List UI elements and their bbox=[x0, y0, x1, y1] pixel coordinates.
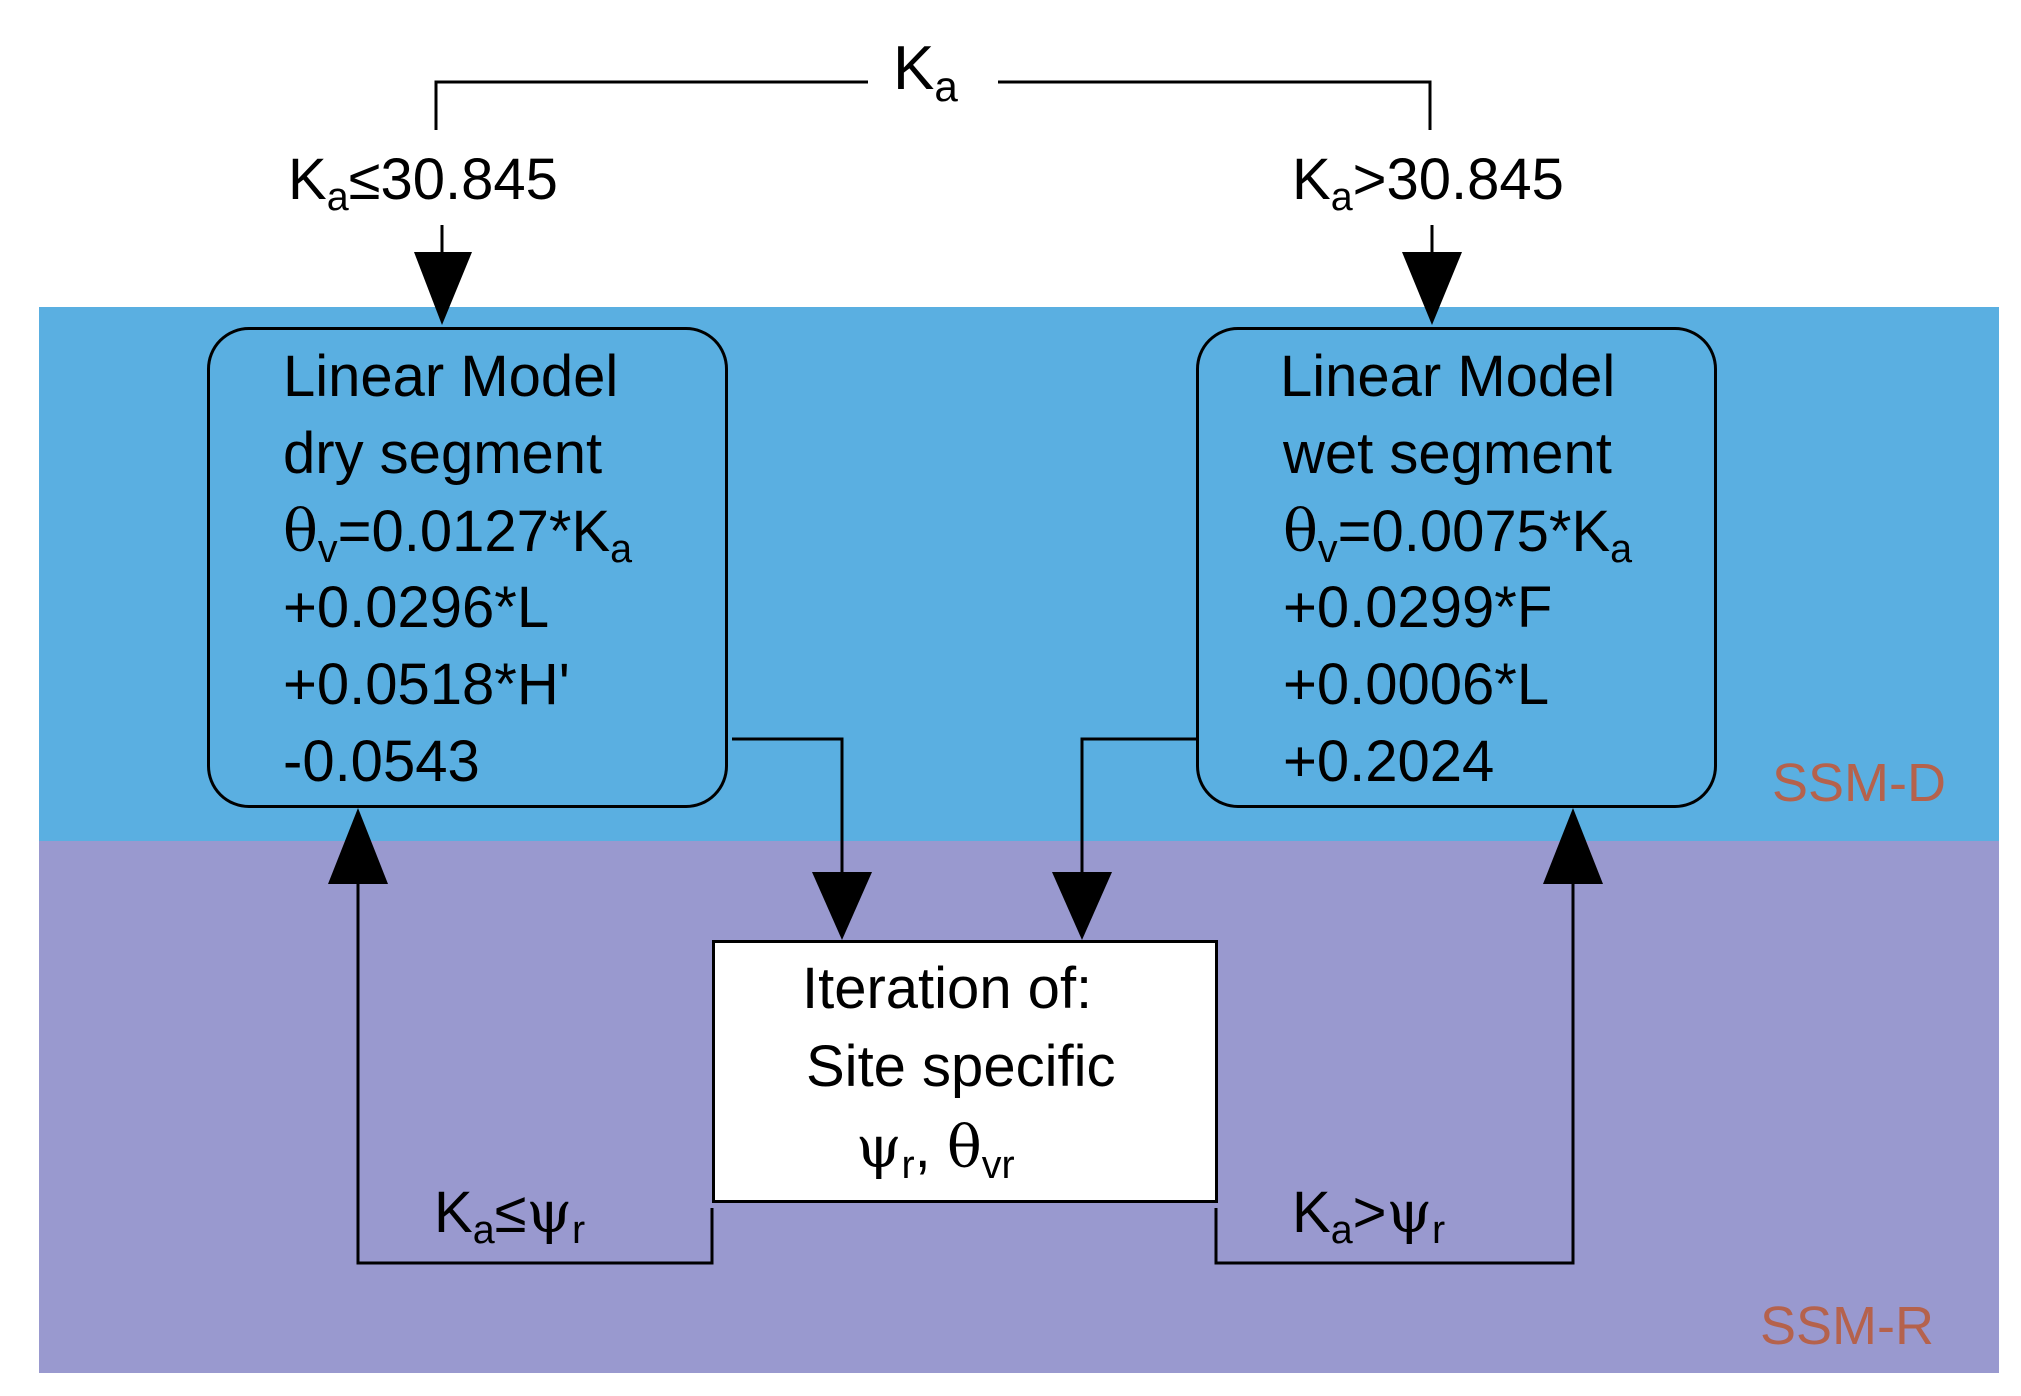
wet-model-equation: θv=0.0075*Ka bbox=[1283, 497, 1633, 572]
arrow-up-to-dry-model bbox=[328, 808, 388, 884]
return-to-wet-connector bbox=[1214, 884, 1575, 1265]
dry-model-title: Linear Model bbox=[283, 344, 619, 409]
wet-model-term-3: +0.2024 bbox=[1283, 729, 1495, 794]
right-bottom-condition-label: Ka>ψr bbox=[1292, 1178, 1446, 1253]
iteration-box bbox=[712, 940, 1218, 1203]
iteration-title: Iteration of: bbox=[802, 956, 1093, 1021]
dry-segment-model-box bbox=[207, 327, 728, 808]
arrow-wet-to-iteration bbox=[1052, 872, 1112, 940]
wet-model-subtitle: wet segment bbox=[1283, 421, 1612, 486]
left-top-condition-label: Ka≤30.845 bbox=[288, 147, 558, 220]
dry-model-term-1: +0.0296*L bbox=[283, 575, 550, 640]
right-top-condition-label: Ka>30.845 bbox=[1292, 147, 1564, 220]
left-bottom-condition-label: Ka≤ψr bbox=[434, 1178, 586, 1253]
wet-model-term-1: +0.0299*F bbox=[1283, 575, 1553, 640]
top-bracket-right bbox=[998, 80, 1432, 130]
arrow-down-to-dry-model bbox=[414, 252, 472, 325]
wet-to-iteration-connector bbox=[1080, 737, 1196, 872]
top-bracket-left bbox=[434, 80, 868, 130]
wet-model-title: Linear Model bbox=[1280, 344, 1616, 409]
dry-model-term-2: +0.0518*H' bbox=[283, 652, 570, 717]
wet-model-term-2: +0.0006*L bbox=[1283, 652, 1550, 717]
iteration-parameters: ψr, θvr bbox=[856, 1113, 1015, 1188]
dry-model-term-3: -0.0543 bbox=[283, 729, 480, 794]
dry-model-subtitle: dry segment bbox=[283, 421, 603, 486]
arrow-up-to-wet-model bbox=[1543, 808, 1603, 884]
wet-segment-model-box bbox=[1196, 327, 1717, 808]
iteration-subtitle: Site specific bbox=[806, 1034, 1116, 1099]
dry-model-equation: θv=0.0127*Ka bbox=[283, 497, 633, 572]
arrow-dry-to-iteration bbox=[812, 872, 872, 940]
ssm-d-label: SSM-D bbox=[1772, 753, 1946, 813]
arrow-down-to-wet-model bbox=[1402, 252, 1462, 325]
ssm-r-label: SSM-R bbox=[1760, 1296, 1934, 1356]
dry-to-iteration-connector bbox=[732, 737, 844, 872]
return-to-dry-connector bbox=[356, 884, 714, 1265]
root-ka-label: Ka bbox=[893, 34, 958, 110]
